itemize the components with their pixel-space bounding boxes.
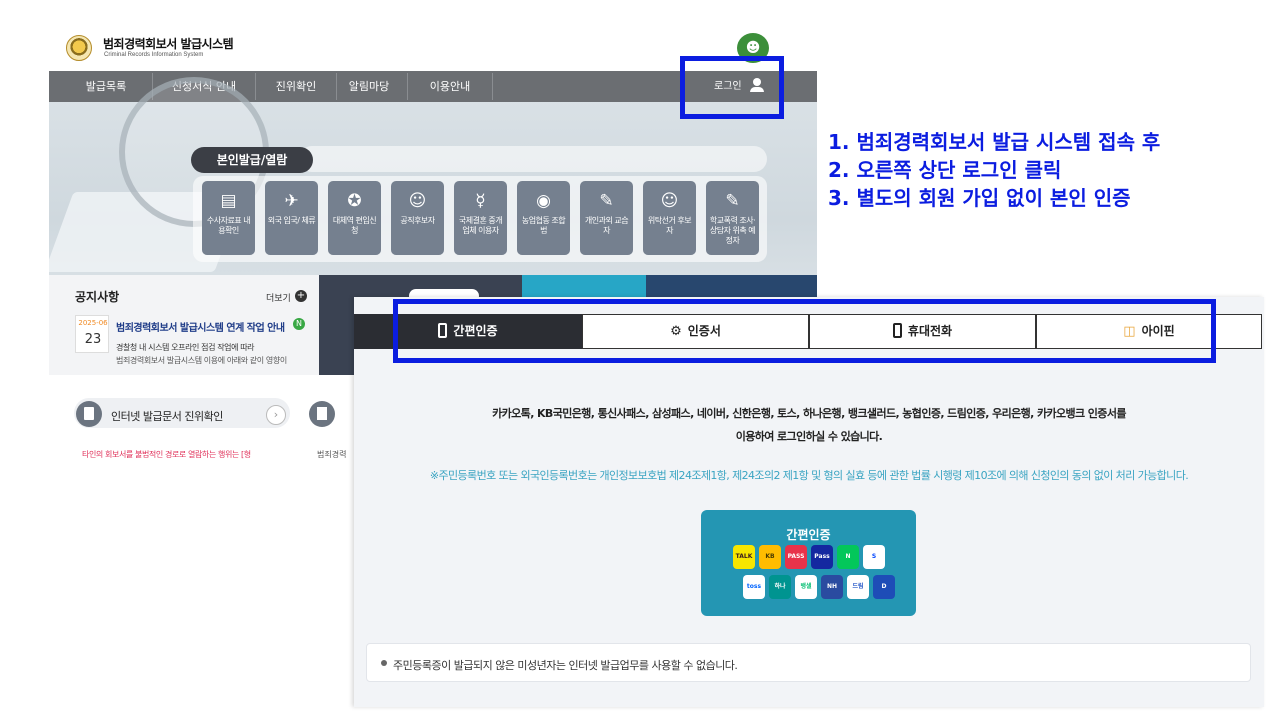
new-badge: N [293, 318, 305, 330]
provider-app-icon: TALK [733, 545, 755, 569]
more-link[interactable]: 더보기 [266, 294, 291, 304]
simple-auth-title: 간편인증 [786, 528, 831, 542]
medal-icon: ◉ [536, 191, 551, 211]
chevron-right-icon[interactable]: › [266, 405, 286, 425]
phone-icon [892, 323, 902, 338]
instruction-step: 3. 별도의 회원 가입 없이 본인 인증 [828, 186, 1131, 210]
couple-icon: ☿ [475, 191, 486, 211]
tab-ipin[interactable]: ◫아이핀 [1036, 314, 1262, 349]
tab-simple-auth[interactable]: 간편인증 [354, 314, 582, 349]
person-icon: ☺ [408, 191, 427, 211]
provider-app-icon: N [837, 545, 859, 569]
tile-public-candidate[interactable]: ☺ 공직후보자 [391, 181, 444, 255]
login-popup: 간편인증 ⚙인증서 휴대전화 ◫아이핀 카카오톡, KB국민은행, 통신사패스,… [354, 297, 1264, 707]
nav-divider [255, 73, 256, 100]
nav-item-notices[interactable]: 알림마당 [348, 80, 390, 93]
emblem-icon: ✪ [347, 191, 362, 211]
instruction-list: 1. 범죄경력회보서 발급 시스템 접속 후 2. 오른쪽 상단 로그인 클릭 … [828, 128, 1278, 212]
login-label: 로그인 [714, 81, 742, 92]
provider-app-icon: PASS [785, 545, 807, 569]
tab-mobile-phone[interactable]: 휴대전화 [809, 314, 1036, 349]
minor-notice: 주민등록증이 발급되지 않은 미성년자는 인터넷 발급업무를 사용할 수 없습니… [366, 643, 1251, 682]
notice-body: 범죄경력회보서 발급시스템 이용에 아래와 같이 영향이 [116, 356, 287, 365]
airplane-icon: ✈ [284, 191, 299, 211]
instruction-step: 2. 오른쪽 상단 로그인 클릭 [828, 158, 1062, 182]
nav-divider [492, 73, 493, 100]
minor-notice-text: 주민등록증이 발급되지 않은 미성년자는 인터넷 발급업무를 사용할 수 없습니… [393, 659, 738, 672]
tile-school-violence[interactable]: ✎ 학교폭력 조사·상담자 위촉 예정자 [706, 181, 759, 255]
nav-item-verify[interactable]: 진위확인 [275, 80, 317, 93]
provider-app-icon: Pass [811, 545, 833, 569]
service-tiles: ▤ 수사자료표 내용확인 ✈ 외국 입국/ 체류 ✪ 대체역 편입신청 ☺ 공직… [193, 176, 767, 262]
provider-app-icon: NH [821, 575, 843, 599]
login-button[interactable]: 로그인 [714, 71, 778, 102]
nav-item-usage-guide[interactable]: 이용안내 [429, 80, 471, 93]
tile-alternative-service[interactable]: ✪ 대체역 편입신청 [328, 181, 381, 255]
side-text: 범죄경력 [317, 450, 347, 459]
verify-pill[interactable] [74, 398, 290, 428]
auth-tabs: 간편인증 ⚙인증서 휴대전화 ◫아이핀 [354, 314, 1262, 349]
nav-item-issue-list[interactable]: 발급목록 [85, 80, 127, 93]
provider-app-icon: S [863, 545, 885, 569]
user-icon [750, 78, 764, 93]
warning-text: 타인의 회보서를 불법적인 경로로 열람하는 행위는 [형 [82, 450, 251, 459]
tile-foreign-entry[interactable]: ✈ 외국 입국/ 체류 [265, 181, 318, 255]
auth-description: 이용하여 로그인하실 수 있습니다. [735, 430, 883, 443]
hero-banner: 본인발급/열람 ▤ 수사자료표 내용확인 ✈ 외국 입국/ 체류 ✪ 대체역 편… [49, 77, 817, 275]
verify-label[interactable]: 인터넷 발급문서 진위확인 [111, 410, 223, 423]
pencil-doc-icon: ✎ [599, 191, 614, 211]
provider-app-icon: toss [743, 575, 765, 599]
provider-app-icon: D [873, 575, 895, 599]
document-icon: ▤ [220, 191, 237, 211]
tile-consigned-election[interactable]: ☺ 위탁선거 후보자 [643, 181, 696, 255]
tile-agricultural-coop[interactable]: ◉ 농업협동 조합법 [517, 181, 570, 255]
nav-divider [336, 73, 337, 100]
document-icon [76, 401, 102, 427]
ipin-icon: ◫ [1123, 324, 1136, 339]
notice-date: 2025-06 23 [75, 315, 109, 353]
pencil-doc-icon: ✎ [725, 191, 740, 211]
notice-title: 공지사항 [75, 290, 120, 304]
provider-app-icon: 뱅샐 [795, 575, 817, 599]
tab-certificate[interactable]: ⚙인증서 [582, 314, 809, 349]
site-title: 범죄경력회보서 발급시스템 [103, 37, 234, 51]
tile-marriage-broker[interactable]: ☿ 국제결혼 중개업체 이용자 [454, 181, 507, 255]
site-subtitle: Criminal Records Information System [104, 52, 204, 58]
bullet-icon [381, 660, 387, 666]
provider-app-icon: 하나 [769, 575, 791, 599]
tile-private-tutor[interactable]: ✎ 개인과외 교습자 [580, 181, 633, 255]
verify-strip: 인터넷 발급문서 진위확인 › 타인의 회보서를 불법적인 경로로 열람하는 행… [49, 390, 353, 470]
provider-app-icon: 드림 [847, 575, 869, 599]
provider-app-icon: KB [759, 545, 781, 569]
instruction-step: 1. 범죄경력회보서 발급 시스템 접속 후 [828, 130, 1161, 154]
police-emblem-logo [66, 35, 92, 61]
self-issue-tab[interactable]: 본인발급/열람 [191, 147, 313, 173]
nav-divider [152, 73, 153, 100]
phone-icon [438, 323, 448, 338]
privacy-notice: ※주민등록번호 또는 외국인등록번호는 개인정보보호법 제24조제1항, 제24… [429, 469, 1189, 482]
site-header: 범죄경력회보서 발급시스템 Criminal Records Informati… [49, 31, 817, 71]
tile-investigation-record[interactable]: ▤ 수사자료표 내용확인 [202, 181, 255, 255]
notice-panel: 공지사항 더보기 + 2025-06 23 범죄경력회보서 발급시스템 연계 작… [49, 275, 319, 375]
hero-bar [299, 146, 767, 172]
certificate-icon: ⚙ [670, 324, 682, 339]
auth-description: 카카오톡, KB국민은행, 통신사패스, 삼성패스, 네이버, 신한은행, 토스… [492, 407, 1126, 420]
plus-icon[interactable]: + [295, 290, 307, 302]
people-icon[interactable]: ☻ [737, 33, 769, 63]
document-icon [309, 401, 335, 427]
notice-headline[interactable]: 범죄경력회보서 발급시스템 연계 작업 안내 [116, 323, 285, 334]
person-icon: ☺ [660, 191, 679, 211]
notice-body: 경찰청 내 시스템 오프라인 점검 작업에 따라 [116, 343, 255, 352]
nav-divider [407, 73, 408, 100]
